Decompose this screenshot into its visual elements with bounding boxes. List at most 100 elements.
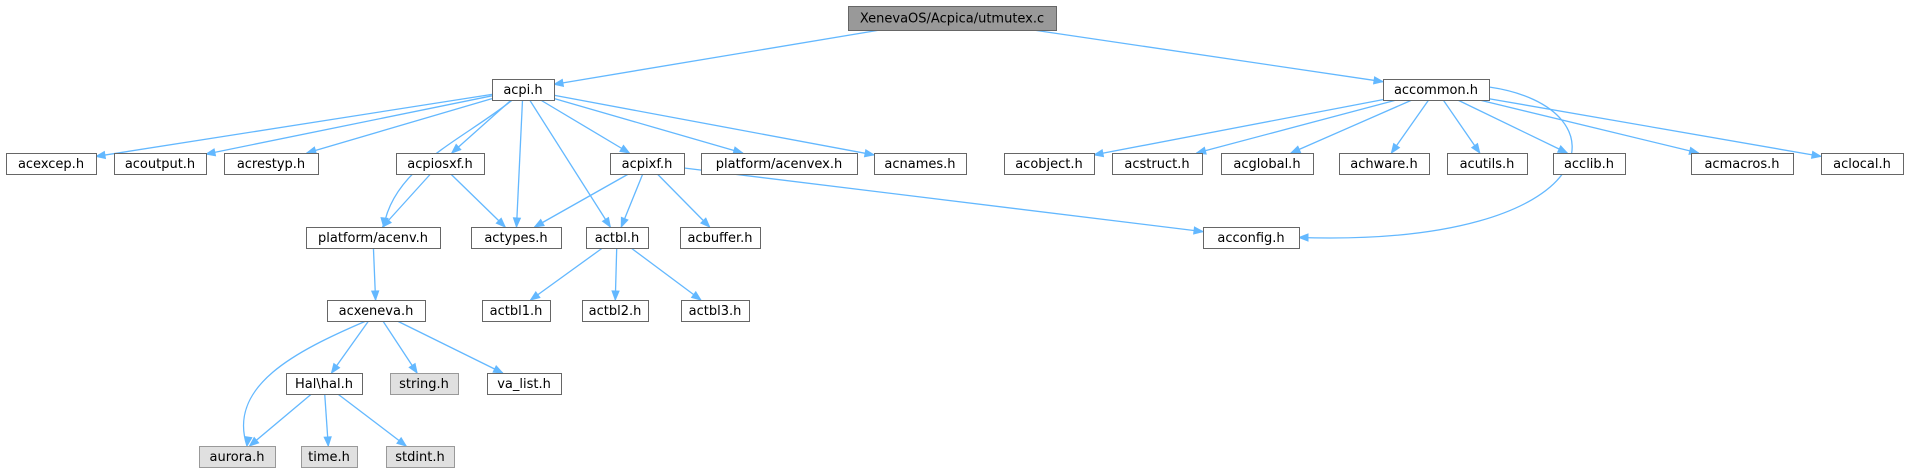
edge-halhal-to-aurora — [249, 393, 312, 447]
node-label: acexcep.h — [18, 157, 84, 172]
edge-root-to-acpi — [553, 29, 881, 85]
node-acconfig[interactable]: acconfig.h — [1203, 227, 1300, 249]
edge-acpi-to-actbl — [529, 99, 611, 228]
edge-arrowhead — [732, 146, 745, 155]
edge-arrowhead — [1193, 226, 1205, 235]
node-time[interactable]: time.h — [301, 446, 358, 468]
edge-arrowhead — [529, 291, 541, 301]
node-label: achware.h — [1350, 157, 1417, 172]
edge-acpi-to-acexcep — [95, 93, 493, 158]
node-va-list[interactable]: va_list.h — [487, 373, 562, 395]
edge-actbl-to-actbl3 — [630, 247, 702, 301]
edge-arrowhead — [619, 144, 631, 154]
node-box — [224, 153, 319, 175]
edge-arrowhead — [1810, 150, 1823, 159]
edge-arrowhead — [450, 143, 462, 154]
node-actypes[interactable]: actypes.h — [471, 227, 562, 249]
edge-acxeneva-to-va_list — [397, 320, 503, 374]
node-string[interactable]: string.h — [390, 373, 459, 395]
node-label: string.h — [399, 377, 449, 392]
edge-arrowhead — [1092, 148, 1105, 158]
node-label: time.h — [308, 450, 350, 465]
node-acrestyp[interactable]: acrestyp.h — [224, 153, 319, 175]
node-acbuffer[interactable]: acbuffer.h — [680, 227, 761, 249]
edge-arrowhead — [1556, 145, 1569, 154]
node-label: va_list.h — [497, 377, 551, 392]
node-actbl[interactable]: actbl.h — [586, 227, 649, 249]
node-halhal[interactable]: Hal\hal.h — [286, 373, 363, 395]
edge-arrowhead — [396, 436, 408, 447]
node-aclocal[interactable]: aclocal.h — [1821, 153, 1904, 175]
node-label: accommon.h — [1394, 83, 1478, 98]
node-box — [681, 300, 750, 322]
node-acmacros[interactable]: acmacros.h — [1691, 153, 1794, 175]
node-box — [680, 227, 761, 249]
node-acpiosxf[interactable]: acpiosxf.h — [396, 153, 485, 175]
edge-accommon-to-acglobal — [1290, 99, 1413, 154]
node-acobject[interactable]: acobject.h — [1004, 153, 1095, 175]
node-box — [396, 153, 485, 175]
node-label: acoutput.h — [125, 157, 195, 172]
node-actbl1[interactable]: actbl1.h — [482, 300, 551, 322]
node-label: acglobal.h — [1233, 157, 1300, 172]
node-acglobal[interactable]: acglobal.h — [1221, 153, 1314, 175]
edge-arrowhead — [381, 217, 393, 229]
node-box — [1691, 153, 1794, 175]
node-label: acxeneva.h — [339, 304, 414, 319]
node-acxeneva[interactable]: acxeneva.h — [327, 300, 426, 322]
node-acpi[interactable]: acpi.h — [492, 79, 555, 101]
node-stdint[interactable]: stdint.h — [386, 446, 455, 468]
edge-arrowhead — [512, 217, 522, 229]
node-box — [286, 373, 363, 395]
node-box — [199, 446, 276, 468]
node-box — [610, 153, 685, 175]
edge-arrowhead — [495, 217, 507, 228]
edge-arrowhead — [611, 290, 620, 302]
edge-arrowhead — [408, 362, 418, 375]
node-platform-acenvex[interactable]: platform/acenvex.h — [701, 153, 858, 175]
node-box — [582, 300, 649, 322]
node-acutils[interactable]: acutils.h — [1447, 153, 1528, 175]
edge-arrowhead — [94, 150, 107, 160]
node-box — [306, 227, 441, 249]
node-box — [390, 373, 459, 395]
edge-acpi-to-actypes — [515, 99, 524, 228]
edge-acpi-to-platform_acenvex — [553, 97, 743, 154]
node-box — [1112, 153, 1203, 175]
edge-arrowhead — [690, 290, 703, 301]
edge-accommon-to-acstruct — [1196, 99, 1397, 154]
node-actbl2[interactable]: actbl2.h — [582, 300, 649, 322]
edge-arrowhead — [370, 290, 380, 302]
node-acexcep[interactable]: acexcep.h — [6, 153, 97, 175]
node-box — [1203, 227, 1300, 249]
node-acoutput[interactable]: acoutput.h — [114, 153, 207, 175]
node-box — [701, 153, 858, 175]
node-acnames[interactable]: acnames.h — [874, 153, 967, 175]
node-achware[interactable]: achware.h — [1339, 153, 1430, 175]
node-acclib[interactable]: acclib.h — [1553, 153, 1626, 175]
node-aurora[interactable]: aurora.h — [199, 446, 276, 468]
node-label: XenevaOS/Acpica/utmutex.c — [860, 12, 1044, 27]
edge-acxeneva-to-aurora — [242, 320, 367, 447]
node-label: acstruct.h — [1124, 157, 1189, 172]
node-label: actbl.h — [595, 231, 639, 246]
node-acpixf[interactable]: acpixf.h — [610, 153, 685, 175]
edge-arrowhead — [552, 78, 565, 87]
node-label: acconfig.h — [1217, 231, 1284, 246]
node-accommon[interactable]: accommon.h — [1383, 79, 1490, 101]
node-box — [6, 153, 97, 175]
edge-arrowhead — [601, 216, 612, 229]
node-acstruct[interactable]: acstruct.h — [1112, 153, 1203, 175]
node-box — [874, 153, 967, 175]
node-box — [301, 446, 358, 468]
edge-arrowhead — [244, 435, 253, 448]
node-label: Hal\hal.h — [295, 377, 353, 392]
node-label: platform/acenv.h — [318, 231, 428, 246]
node-root[interactable]: XenevaOS/Acpica/utmutex.c — [848, 6, 1057, 31]
edge-arrowhead — [620, 216, 629, 229]
node-actbl3[interactable]: actbl3.h — [681, 300, 750, 322]
edge-arrowhead — [248, 436, 260, 447]
node-platform-acenv[interactable]: platform/acenv.h — [306, 227, 441, 249]
edge-acpiosxf-to-platform_acenv — [382, 173, 431, 228]
